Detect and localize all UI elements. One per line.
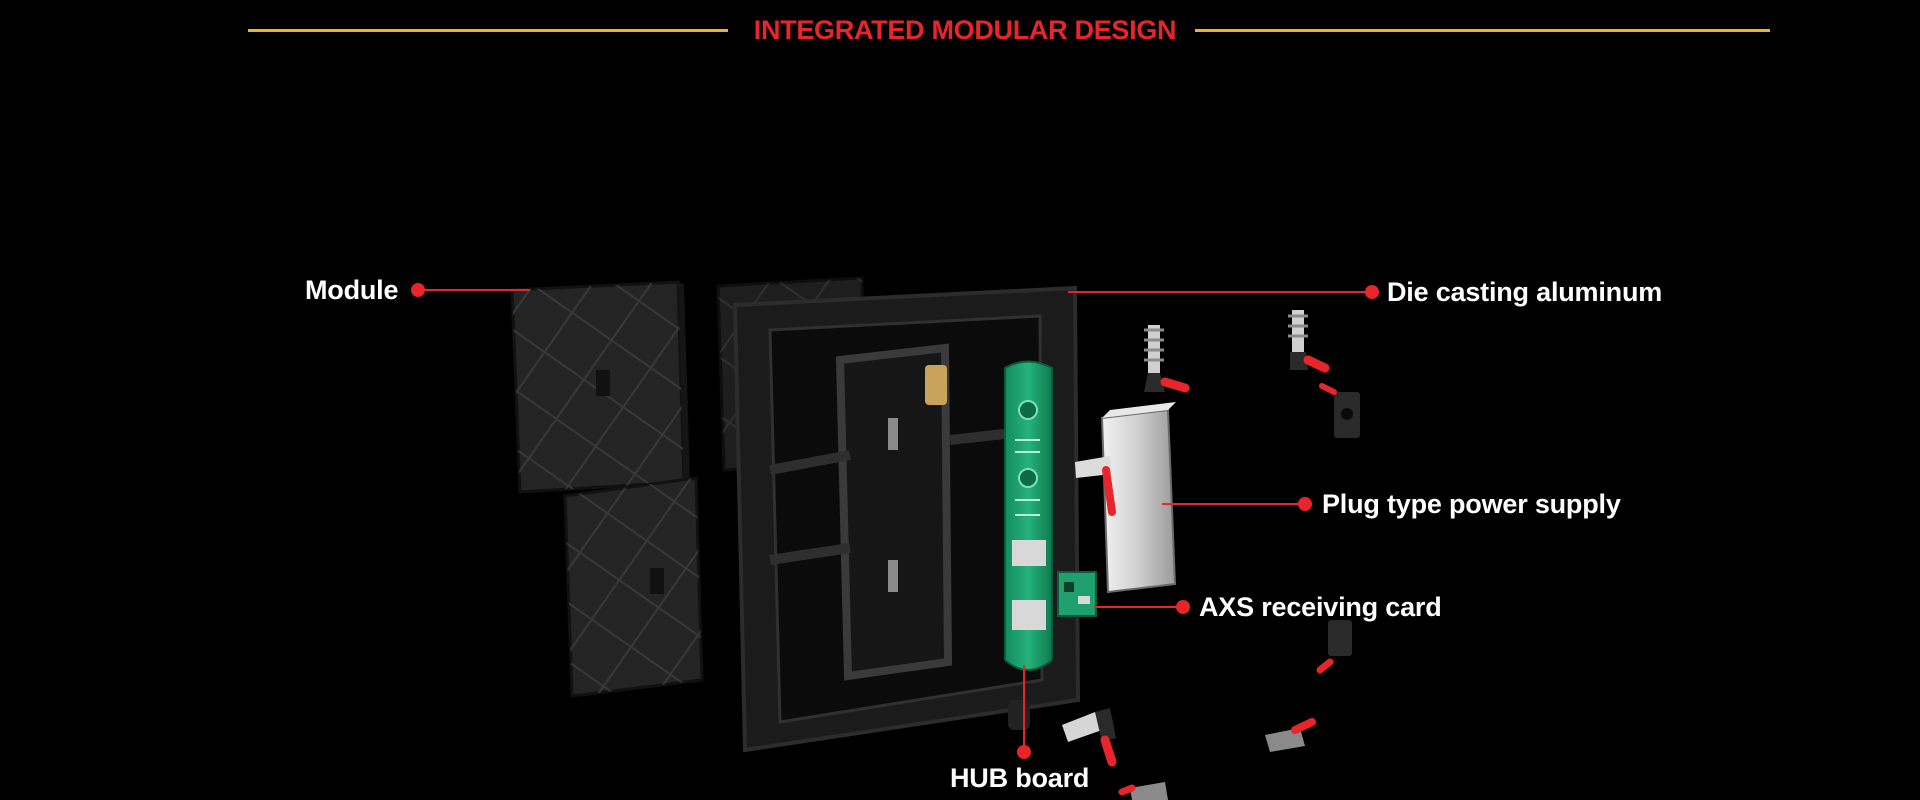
- power-supply: [1075, 402, 1177, 594]
- label-module: Module: [305, 275, 399, 305]
- leader-power-supply: [1162, 497, 1312, 511]
- receiving-card: [1057, 571, 1097, 617]
- screw-upper-right: [1288, 310, 1330, 373]
- label-axs-receiving-card: AXS receiving card: [1199, 592, 1442, 622]
- module-panel-top: [510, 280, 690, 494]
- leader-receiving-card: [1094, 600, 1190, 614]
- leader-hub-board: [1017, 665, 1031, 759]
- leader-module: [411, 283, 530, 297]
- leader-die-casting: [1068, 285, 1379, 299]
- module-panel-bottom: [563, 476, 704, 698]
- latch-upper-right: [1319, 383, 1360, 438]
- header-rule-right: [1195, 29, 1770, 32]
- latch-mid-right: [1316, 620, 1352, 674]
- latch-bottom: [1118, 782, 1168, 800]
- label-hub-board: HUB board: [950, 763, 1090, 793]
- screw-upper-left: [1144, 325, 1190, 393]
- page-header: INTEGRATED MODULAR DESIGN: [248, 10, 1770, 50]
- page-title: INTEGRATED MODULAR DESIGN: [753, 15, 1177, 45]
- screw-lower: [1062, 708, 1117, 767]
- header-rule-left: [248, 29, 728, 32]
- label-plug-type-power-supply: Plug type power supply: [1322, 489, 1621, 519]
- latch-lower-right: [1265, 718, 1316, 752]
- label-die-casting-aluminum: Die casting aluminum: [1387, 277, 1663, 307]
- hub-board: [1004, 360, 1053, 671]
